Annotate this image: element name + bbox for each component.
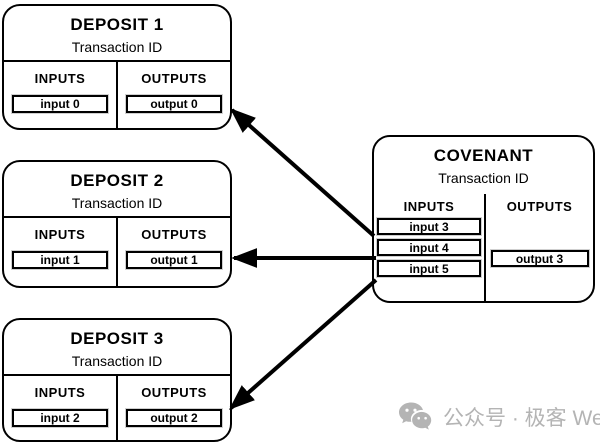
deposit2-input-1: input 1 [11,251,109,269]
inputs-label: INPUTS [34,385,86,400]
outputs-label: OUTPUTS [141,227,207,242]
watermark: 公众号 · 极客 Web3 [398,401,600,432]
inputs-label: INPUTS [403,199,455,214]
deposit3-output-2: output 2 [125,409,223,427]
covenant-body: INPUTS input 3 input 4 input 5 OUTPUTS o… [374,194,593,301]
deposit2-box: DEPOSIT 2 Transaction ID INPUTS input 1 … [2,160,232,288]
covenant-title: COVENANT [433,146,534,165]
covenant-output-3: output 3 [490,250,589,267]
deposit3-inputs-column: INPUTS input 2 [4,376,118,440]
deposit1-output-0: output 0 [125,95,223,113]
deposit3-outputs-column: OUTPUTS output 2 [118,376,230,440]
deposit1-header: DEPOSIT 1 Transaction ID [4,15,230,55]
deposit3-body: INPUTS input 2 OUTPUTS output 2 [4,374,230,440]
covenant-input-3: input 3 [377,218,481,235]
deposit1-outputs-column: OUTPUTS output 0 [118,62,230,128]
deposit2-header: DEPOSIT 2 Transaction ID [4,171,230,211]
covenant-input-4: input 4 [377,239,481,256]
covenant-outputs-column: OUTPUTS output 3 [486,194,593,301]
deposit1-body: INPUTS input 0 OUTPUTS output 0 [4,60,230,128]
outputs-label: OUTPUTS [506,199,573,214]
covenant-header: COVENANT Transaction ID [374,146,593,186]
deposit1-inputs-column: INPUTS input 0 [4,62,118,128]
outputs-label: OUTPUTS [141,385,207,400]
deposit1-box: DEPOSIT 1 Transaction ID INPUTS input 0 … [2,4,232,130]
arrow-input5-to-output2 [228,278,378,410]
deposit2-body: INPUTS input 1 OUTPUTS output 1 [4,216,230,286]
deposit1-subtitle: Transaction ID [71,39,163,55]
deposit3-box: DEPOSIT 3 Transaction ID INPUTS input 2 … [2,318,232,442]
deposit3-title: DEPOSIT 3 [70,329,164,348]
deposit2-output-1: output 1 [125,251,223,269]
deposit2-outputs-column: OUTPUTS output 1 [118,218,230,286]
deposit3-subtitle: Transaction ID [71,353,163,369]
watermark-text: 公众号 · 极客 Web3 [443,406,600,430]
arrow-input3-to-output0 [229,108,376,238]
deposit2-title: DEPOSIT 2 [70,171,164,190]
outputs-label: OUTPUTS [141,71,207,86]
deposit3-header: DEPOSIT 3 Transaction ID [4,329,230,369]
inputs-label: INPUTS [34,227,86,242]
deposit3-input-2: input 2 [11,409,109,427]
inputs-label: INPUTS [34,71,86,86]
deposit2-subtitle: Transaction ID [71,195,163,211]
covenant-inputs-column: INPUTS input 3 input 4 input 5 [374,194,486,301]
deposit2-inputs-column: INPUTS input 1 [4,218,118,286]
deposit1-input-0: input 0 [11,95,109,113]
wechat-icon [399,402,432,430]
covenant-box: COVENANT Transaction ID INPUTS input 3 i… [372,135,595,303]
covenant-subtitle: Transaction ID [438,170,529,186]
covenant-input-5: input 5 [377,260,481,277]
deposit1-title: DEPOSIT 1 [70,15,164,34]
